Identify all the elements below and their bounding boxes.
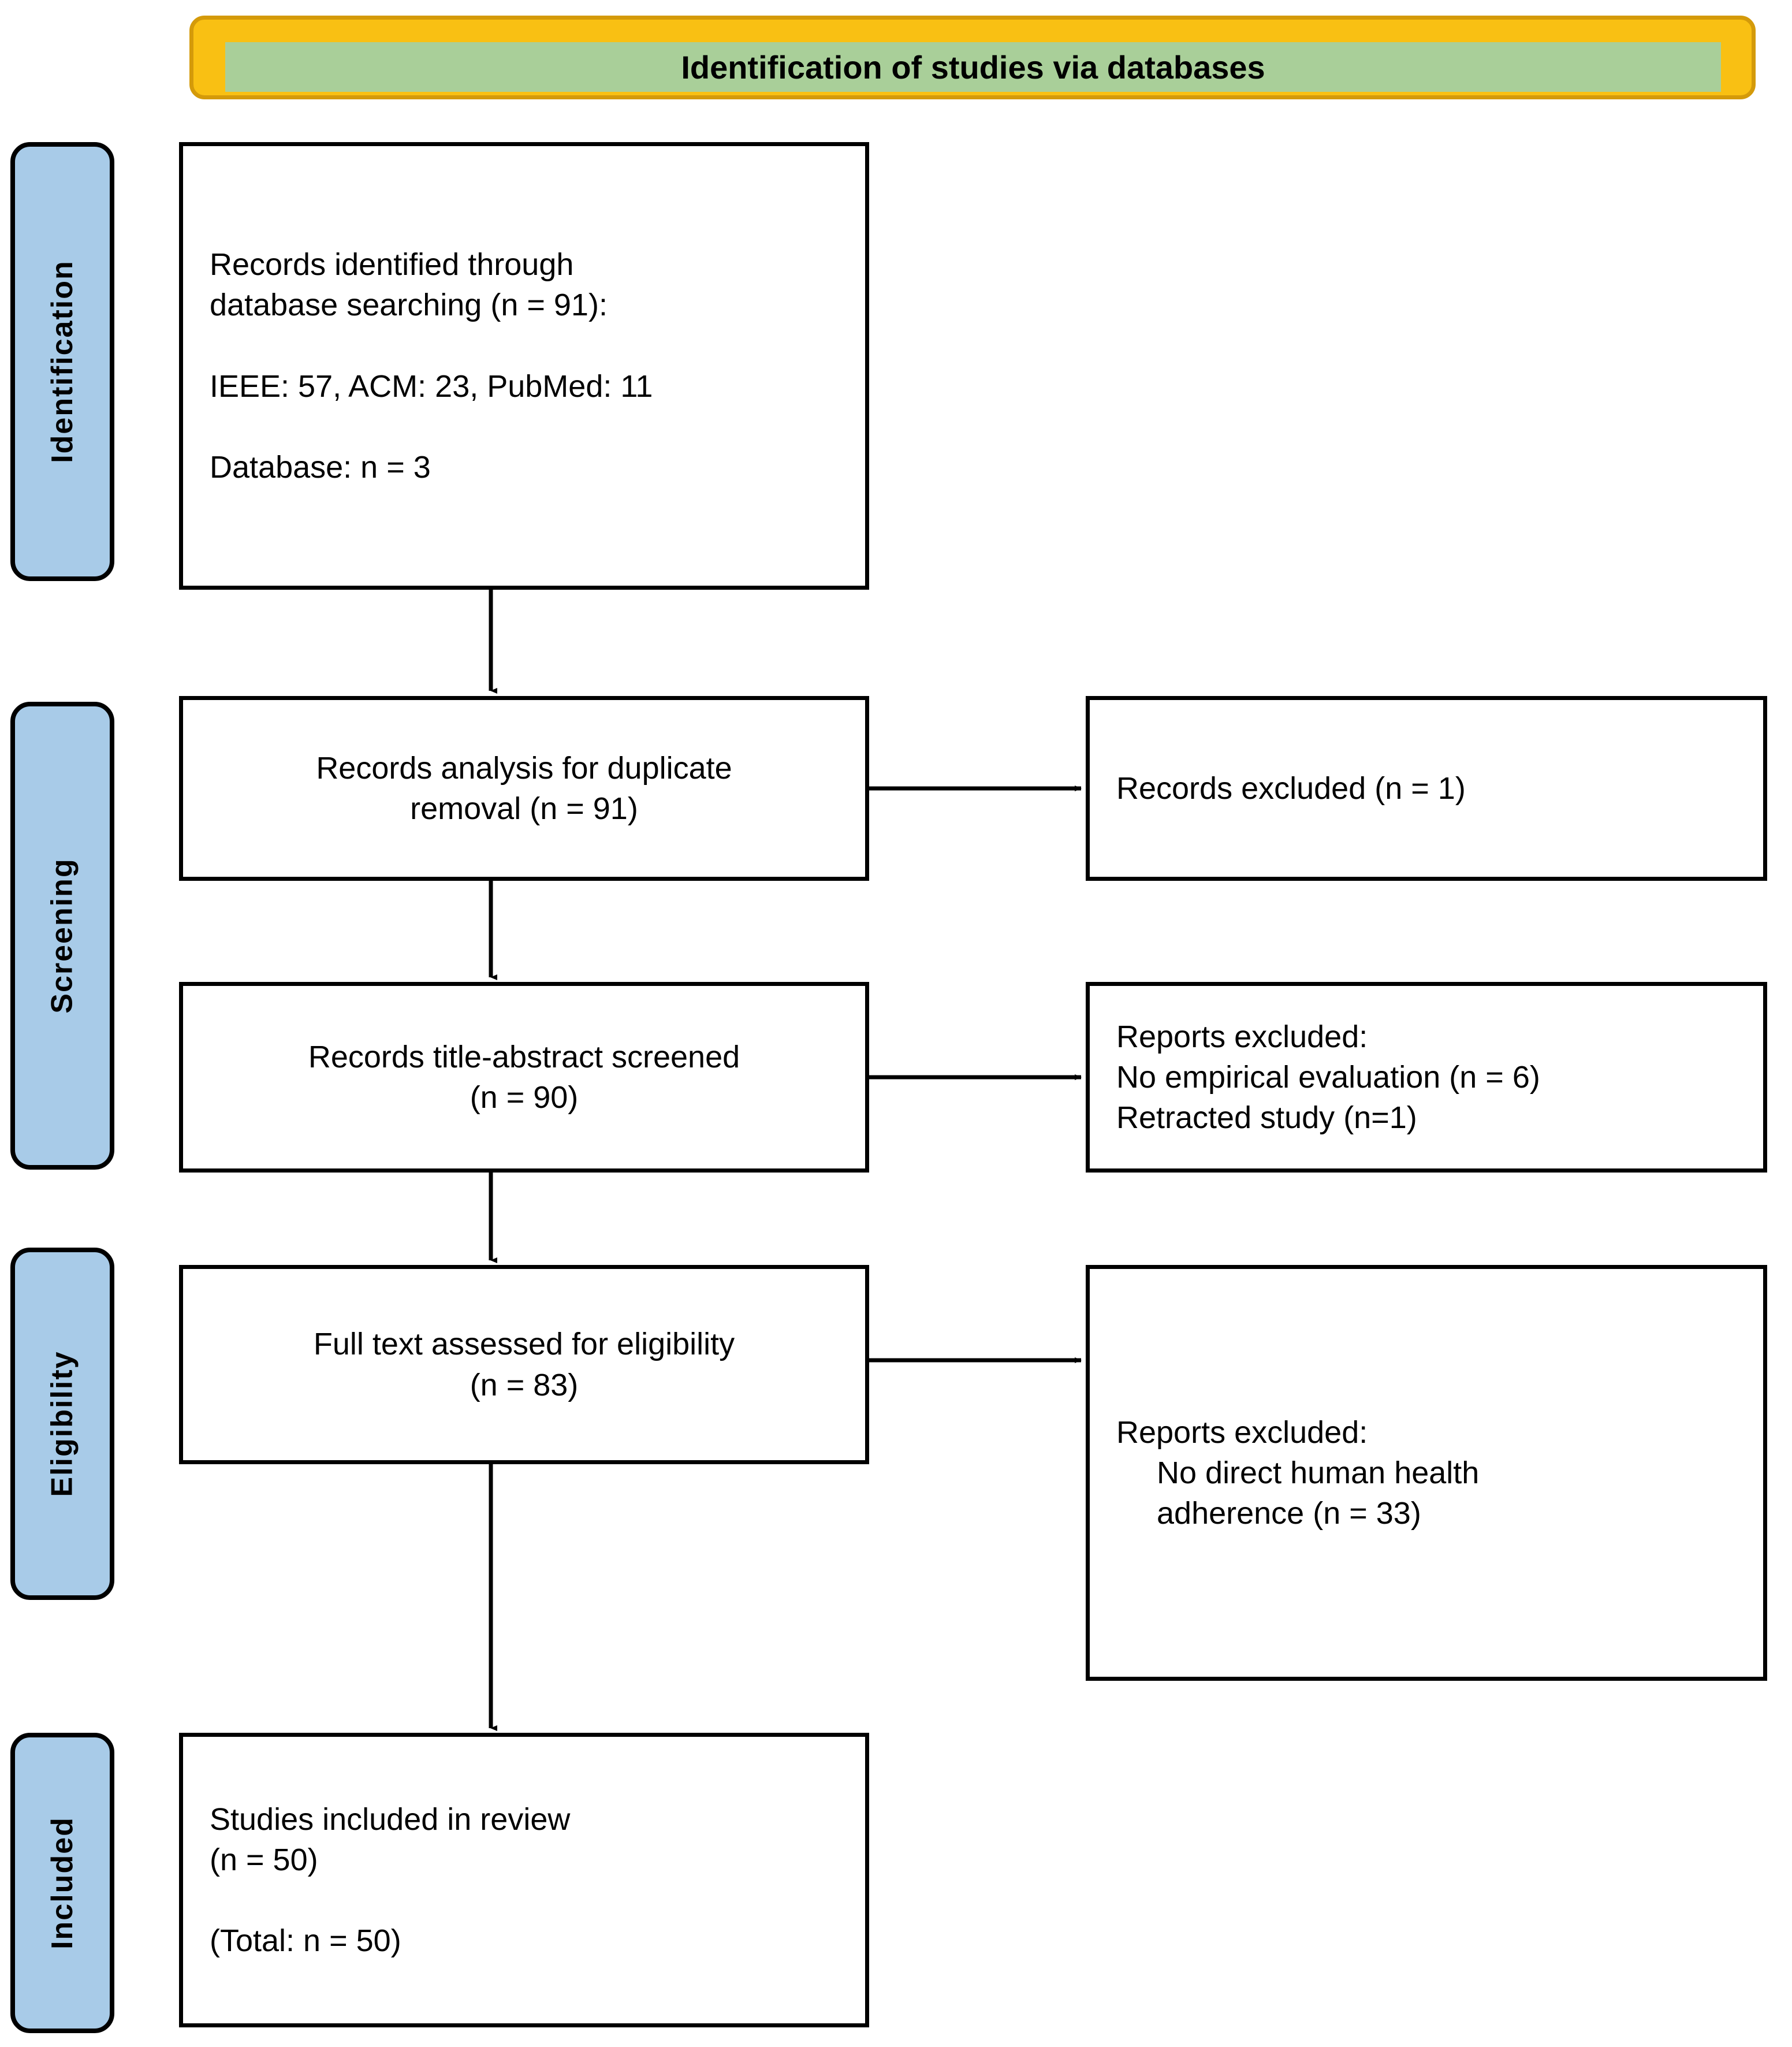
records-excluded-line-1: Records excluded (n = 1) bbox=[1116, 771, 1466, 806]
records-identified-line-2: database searching (n = 91): bbox=[210, 288, 608, 323]
reports-excluded-eligibility-line-1: Reports excluded: bbox=[1116, 1415, 1368, 1450]
full-text-line-1: Full text assessed for eligibility bbox=[313, 1327, 735, 1362]
box-records-identified: Records identified through database sear… bbox=[179, 142, 869, 590]
title-abstract-line-2: (n = 90) bbox=[470, 1080, 579, 1115]
included-line-2: (n = 50) bbox=[210, 1842, 318, 1877]
spacer bbox=[210, 407, 839, 447]
duplicate-removal-line-2: removal (n = 91) bbox=[410, 791, 638, 826]
header-title: Identification of studies via databases bbox=[681, 49, 1265, 85]
included-line-1: Studies included in review bbox=[210, 1802, 571, 1837]
box-duplicate-removal: Records analysis for duplicate removal (… bbox=[179, 696, 869, 881]
box-studies-included: Studies included in review (n = 50) (Tot… bbox=[179, 1733, 869, 2027]
title-abstract-line-1: Records title-abstract screened bbox=[308, 1039, 740, 1074]
stage-pill-identification: Identification bbox=[10, 142, 114, 581]
stage-pill-eligibility: Eligibility bbox=[10, 1248, 114, 1600]
box-reports-excluded-screening: Reports excluded: No empirical evaluatio… bbox=[1086, 982, 1767, 1173]
records-identified-line-4: Database: n = 3 bbox=[210, 449, 431, 485]
reports-excluded-screening-line-1: Reports excluded: bbox=[1116, 1019, 1368, 1054]
box-full-text-assessed: Full text assessed for eligibility (n = … bbox=[179, 1265, 869, 1464]
box-reports-excluded-eligibility: Reports excluded: No direct human health… bbox=[1086, 1265, 1767, 1681]
records-identified-line-3: IEEE: 57, ACM: 23, PubMed: 11 bbox=[210, 369, 653, 404]
stage-label-eligibility: Eligibility bbox=[46, 1350, 80, 1497]
duplicate-removal-line-1: Records analysis for duplicate bbox=[316, 750, 732, 786]
stage-label-screening: Screening bbox=[46, 858, 80, 1014]
box-title-abstract-screened: Records title-abstract screened (n = 90) bbox=[179, 982, 869, 1173]
reports-excluded-eligibility-line-2: No direct human health bbox=[1157, 1455, 1480, 1490]
included-line-3: (Total: n = 50) bbox=[210, 1923, 401, 1959]
stage-pill-screening: Screening bbox=[10, 702, 114, 1170]
header-banner-band: Identification of studies via databases bbox=[225, 42, 1721, 92]
reports-excluded-screening-line-2: No empirical evaluation (n = 6) bbox=[1116, 1059, 1540, 1095]
spacer bbox=[210, 326, 839, 366]
spacer bbox=[210, 1880, 839, 1921]
records-identified-line-1: Records identified through bbox=[210, 247, 574, 282]
reports-excluded-eligibility-line-3: adherence (n = 33) bbox=[1157, 1496, 1421, 1531]
box-records-excluded: Records excluded (n = 1) bbox=[1086, 696, 1767, 881]
stage-pill-included: Included bbox=[10, 1733, 114, 2033]
stage-label-included: Included bbox=[46, 1817, 80, 1949]
reports-excluded-screening-line-3: Retracted study (n=1) bbox=[1116, 1100, 1417, 1136]
stage-label-identification: Identification bbox=[46, 260, 79, 463]
full-text-line-2: (n = 83) bbox=[470, 1367, 579, 1402]
